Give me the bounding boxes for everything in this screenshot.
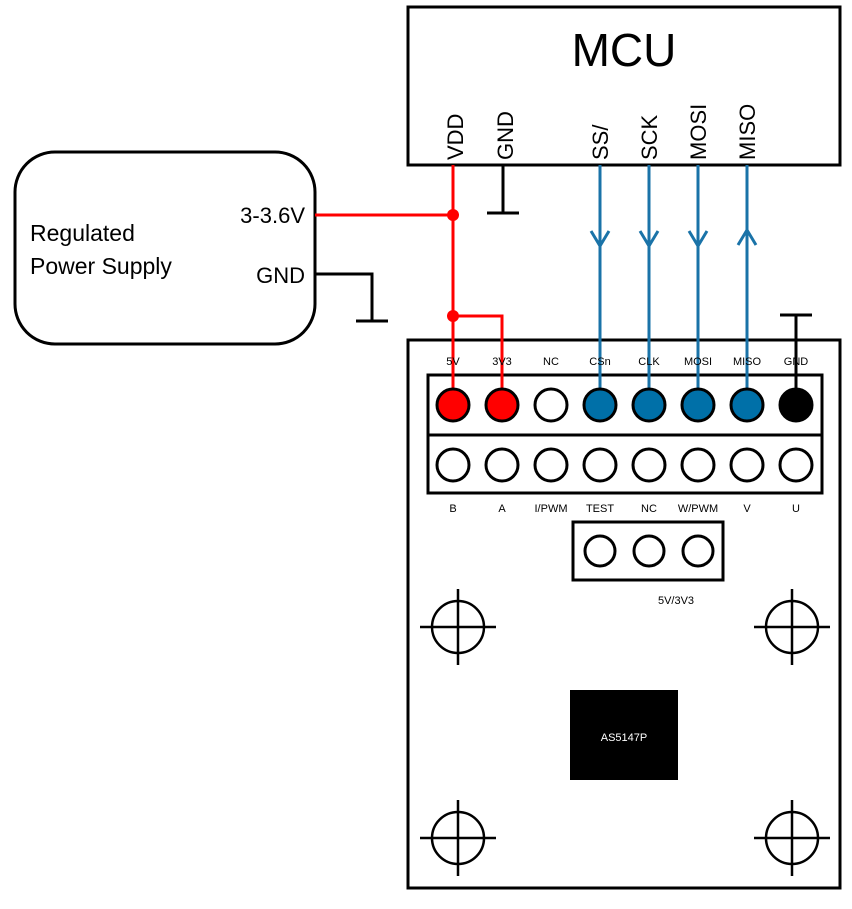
junction-dot bbox=[447, 209, 459, 221]
header-pin-top bbox=[729, 387, 765, 423]
ps-gnd-label: GND bbox=[256, 263, 305, 288]
power-supply-block: Regulated Power Supply 3-3.6V GND bbox=[13, 150, 317, 346]
mcu-pin-label: SCK bbox=[637, 114, 662, 160]
arrow-down-icon bbox=[687, 230, 709, 249]
chip bbox=[570, 690, 678, 780]
header-pin-bottom bbox=[533, 447, 569, 483]
mcu-pin-label: SS/ bbox=[588, 124, 613, 160]
header-pin-top bbox=[680, 387, 716, 423]
ps-out-label: 3-3.6V bbox=[240, 203, 305, 228]
header-pin-bottom bbox=[778, 447, 814, 483]
wires bbox=[315, 165, 812, 405]
arrow-up-icon bbox=[736, 227, 758, 246]
header-pin-bottom bbox=[484, 447, 520, 483]
arrow-down-icon bbox=[638, 230, 660, 249]
mcu-pin-label: MOSI bbox=[686, 104, 711, 160]
mounting-hole-icon bbox=[420, 800, 496, 876]
jumper-pin bbox=[583, 534, 617, 568]
ground-wires bbox=[315, 165, 812, 405]
top-pin-label: 3V3 bbox=[492, 356, 512, 368]
bottom-pin-label: W/PWM bbox=[678, 503, 718, 515]
mcu-block: MCU VDD GND SS/SCK MOSI MISO bbox=[406, 5, 842, 167]
bottom-pin-label: I/PWM bbox=[535, 503, 568, 515]
arrow-down-icon bbox=[589, 230, 611, 249]
mcu-pin-label: VDD bbox=[443, 114, 468, 160]
header-pin-top bbox=[484, 387, 520, 423]
chip-label: AS5147P bbox=[601, 732, 647, 744]
top-pin-label: CLK bbox=[638, 356, 660, 368]
header-pin-top bbox=[533, 387, 569, 423]
header-pin-top bbox=[435, 387, 471, 423]
mounting-hole-icon bbox=[420, 589, 496, 665]
ps-label-line2: Power Supply bbox=[30, 253, 172, 279]
bottom-pin-label: A bbox=[498, 503, 506, 515]
top-pin-label: GND bbox=[784, 356, 809, 368]
bottom-pin-label: U bbox=[792, 503, 800, 515]
mcu-pin-label: MISO bbox=[735, 104, 760, 160]
junction-dot bbox=[447, 310, 459, 322]
top-pin-label: 5V bbox=[446, 356, 460, 368]
header-pin-top bbox=[582, 387, 618, 423]
bottom-pin-label: NC bbox=[641, 503, 657, 515]
header-pin-bottom bbox=[729, 447, 765, 483]
jumper-label: 5V/3V3 bbox=[658, 595, 694, 607]
header-pin-bottom bbox=[631, 447, 667, 483]
header-pin-top bbox=[778, 387, 814, 423]
top-pin-label: CSn bbox=[589, 356, 610, 368]
jumper-pin bbox=[681, 534, 715, 568]
mounting-hole-icon bbox=[754, 800, 830, 876]
top-pin-label: MISO bbox=[733, 356, 762, 368]
bottom-pin-label: V bbox=[743, 503, 751, 515]
power-wires bbox=[315, 165, 504, 405]
sensor-board: 5V/3V3 AS5147P bbox=[406, 338, 842, 890]
bottom-pin-label: TEST bbox=[586, 503, 614, 515]
header-pin-bottom bbox=[435, 447, 471, 483]
top-pin-label: NC bbox=[543, 356, 559, 368]
header-pin-top bbox=[631, 387, 667, 423]
jumper-pin bbox=[632, 534, 666, 568]
header-pin-bottom bbox=[680, 447, 716, 483]
mcu-title: MCU bbox=[572, 24, 677, 76]
mounting-hole-icon bbox=[754, 589, 830, 665]
mcu-pin-label: GND bbox=[493, 111, 518, 160]
header-pin-bottom bbox=[582, 447, 618, 483]
bottom-pin-label: B bbox=[449, 503, 456, 515]
top-pin-label: MOSI bbox=[684, 356, 712, 368]
ps-label-line1: Regulated bbox=[30, 220, 135, 246]
